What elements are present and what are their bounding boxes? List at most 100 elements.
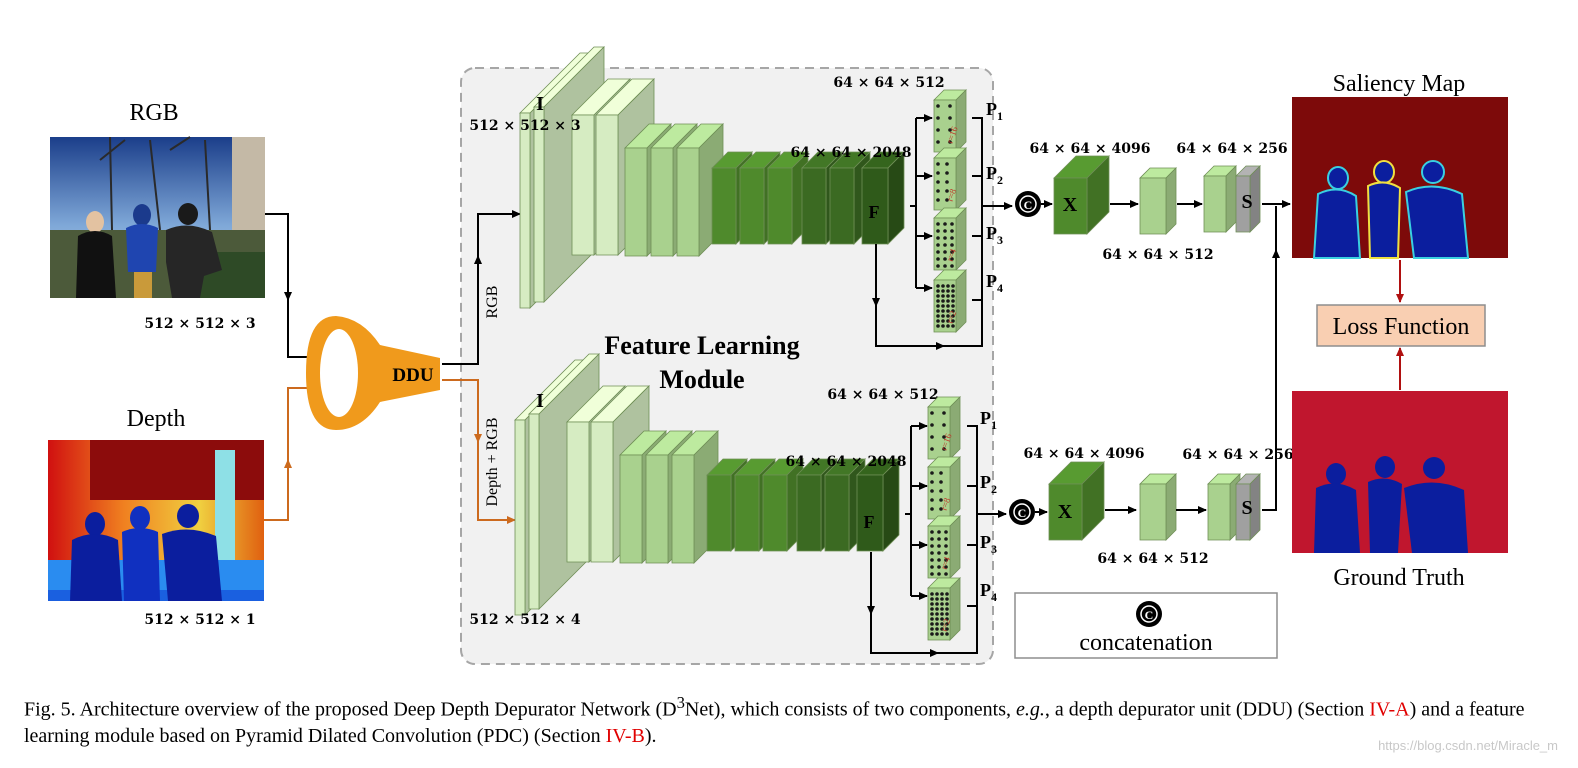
ground-truth-image — [1292, 391, 1508, 553]
top-mid-dimension: 64 × 64 × 512 — [1102, 247, 1213, 263]
loss-function-label: Loss Function — [1333, 314, 1470, 340]
bottom-s-dimension: 64 × 64 × 256 — [1182, 447, 1293, 463]
bottom-backbone — [514, 353, 900, 616]
bottom-f-block — [856, 458, 900, 552]
top-pdc-3: r=4 — [933, 207, 967, 271]
ddu-label: DDU — [392, 365, 433, 386]
bottom-mid-cube — [1139, 473, 1177, 541]
bottom-p1-label: P1 — [980, 408, 997, 432]
top-small-cube — [1203, 165, 1237, 233]
bottom-input-letter: I — [536, 390, 544, 412]
rgb-image — [50, 136, 265, 298]
figure-caption: Fig. 5. Architecture overview of the pro… — [24, 693, 1525, 747]
top-s-cube — [1235, 165, 1261, 233]
rgb-path-label: RGB — [484, 286, 501, 319]
bottom-x-cube — [1048, 461, 1105, 541]
depth-label: Depth — [127, 406, 186, 432]
bottom-x-block — [1048, 461, 1105, 541]
bottom-f-dimension: 64 × 64 × 2048 — [786, 454, 907, 470]
bottom-stream: I 512 × 512 × 4 F 64 × 64 × 2048 64 × 64… — [469, 206, 1294, 657]
top-rate-label-4: r=2 — [944, 309, 958, 324]
top-f-dimension: 64 × 64 × 2048 — [791, 145, 912, 161]
module-title-line1: Feature Learning — [604, 331, 799, 360]
top-rate-label-2: r=8 — [944, 187, 958, 203]
section-ref-iv-a[interactable]: IV-A — [1369, 698, 1410, 721]
bottom-s-letter: S — [1241, 497, 1252, 519]
bottom-mid-dimension: 64 × 64 × 512 — [1097, 551, 1208, 567]
bottom-s-block — [1235, 473, 1261, 541]
top-p4-label: P4 — [986, 271, 1003, 295]
top-s-dimension: 64 × 64 × 256 — [1176, 141, 1287, 157]
saliency-label: Saliency Map — [1333, 71, 1466, 97]
ddu-to-depth-stream-arrow — [442, 379, 516, 524]
top-pdc-2: r=8 — [933, 147, 967, 211]
legend-label: concatenation — [1079, 630, 1212, 656]
top-x-letter: X — [1063, 194, 1078, 216]
top-stream: I 512 × 512 × 3 F 64 × 64 × 2048 64 × 64… — [469, 46, 1291, 350]
top-p1-label: P1 — [986, 99, 1003, 123]
bottom-f-letter: F — [864, 512, 875, 532]
bottom-p3-label: P3 — [980, 532, 997, 556]
depth-rgb-path-label: Depth + RGB — [484, 417, 501, 506]
top-input-letter: I — [536, 93, 544, 115]
bottom-p4-label: P4 — [980, 580, 997, 604]
top-s-block — [1235, 165, 1261, 233]
saliency-map-image — [1292, 97, 1508, 259]
top-pdc-out-bus — [972, 117, 1012, 301]
bottom-x-letter: X — [1058, 501, 1073, 523]
top-mid-block — [1139, 167, 1177, 235]
top-pdc-blocks: r=16 r=8 r=4 r=2 — [933, 89, 967, 333]
top-p2-label: P2 — [986, 163, 1003, 187]
top-concat-symbol: C — [1024, 198, 1033, 212]
depth-image — [48, 440, 264, 601]
bottom-pdc-4: r=2 — [927, 577, 961, 641]
legend-concat-icon: C — [1136, 601, 1162, 627]
top-pdc-dimension: 64 × 64 × 512 — [833, 75, 944, 91]
top-x-dimension: 64 × 64 × 4096 — [1030, 141, 1151, 157]
top-small-block — [1203, 165, 1237, 233]
bottom-pdc-dimension: 64 × 64 × 512 — [827, 387, 938, 403]
ground-truth-label: Ground Truth — [1333, 565, 1464, 591]
legend-symbol: C — [1145, 608, 1154, 622]
top-input-dimension: 512 × 512 × 3 — [469, 118, 580, 134]
rgb-dimension: 512 × 512 × 3 — [144, 316, 255, 332]
bottom-mid-block — [1139, 473, 1177, 541]
ddu-to-rgb-stream-arrow — [442, 210, 521, 365]
bottom-x-dimension: 64 × 64 × 4096 — [1024, 446, 1145, 462]
bottom-pdc-2: r=8 — [927, 456, 961, 520]
bottom-p-labels: P1 P2 P3 P4 — [980, 408, 997, 604]
top-p-labels: P1 P2 P3 P4 — [986, 99, 1003, 295]
bottom-pdc-out-bus — [967, 425, 1006, 607]
top-f-to-pdc-bus — [910, 118, 917, 288]
top-rate-label-3: r=4 — [944, 247, 958, 263]
rgb-label: RGB — [129, 100, 178, 126]
top-x-block — [1053, 155, 1110, 235]
bottom-f-to-pdc-bus — [905, 426, 912, 596]
bottom-rate-label-4: r=2 — [938, 617, 952, 632]
top-concat-node: C — [1015, 191, 1041, 217]
depth-dimension: 512 × 512 × 1 — [144, 612, 255, 628]
section-ref-iv-b[interactable]: IV-B — [605, 724, 645, 747]
top-pdc-1: r=16 — [933, 89, 967, 153]
bottom-rate-label-3: r=4 — [938, 555, 952, 571]
top-mid-cube — [1139, 167, 1177, 235]
top-backbone — [519, 46, 905, 309]
bottom-small-block — [1207, 473, 1241, 541]
ddu-unit — [306, 316, 440, 430]
bottom-concat-node: C — [1009, 499, 1035, 525]
top-s-letter: S — [1241, 191, 1252, 213]
bottom-s-cube — [1235, 473, 1261, 541]
bottom-p2-label: P2 — [980, 472, 997, 496]
bottom-rate-label-2: r=8 — [938, 496, 952, 512]
top-conv2-c — [676, 123, 724, 257]
bottom-s-to-merge-line — [1262, 206, 1277, 511]
loss-function-box — [1316, 304, 1486, 347]
module-title-line2: Module — [659, 365, 744, 394]
bottom-input-dimension: 512 × 512 × 4 — [469, 612, 580, 628]
bottom-concat-symbol: C — [1018, 506, 1027, 520]
top-f-block — [861, 151, 905, 245]
bottom-small-cube — [1207, 473, 1241, 541]
top-x-cube — [1053, 155, 1110, 235]
top-p3-label: P3 — [986, 223, 1003, 247]
